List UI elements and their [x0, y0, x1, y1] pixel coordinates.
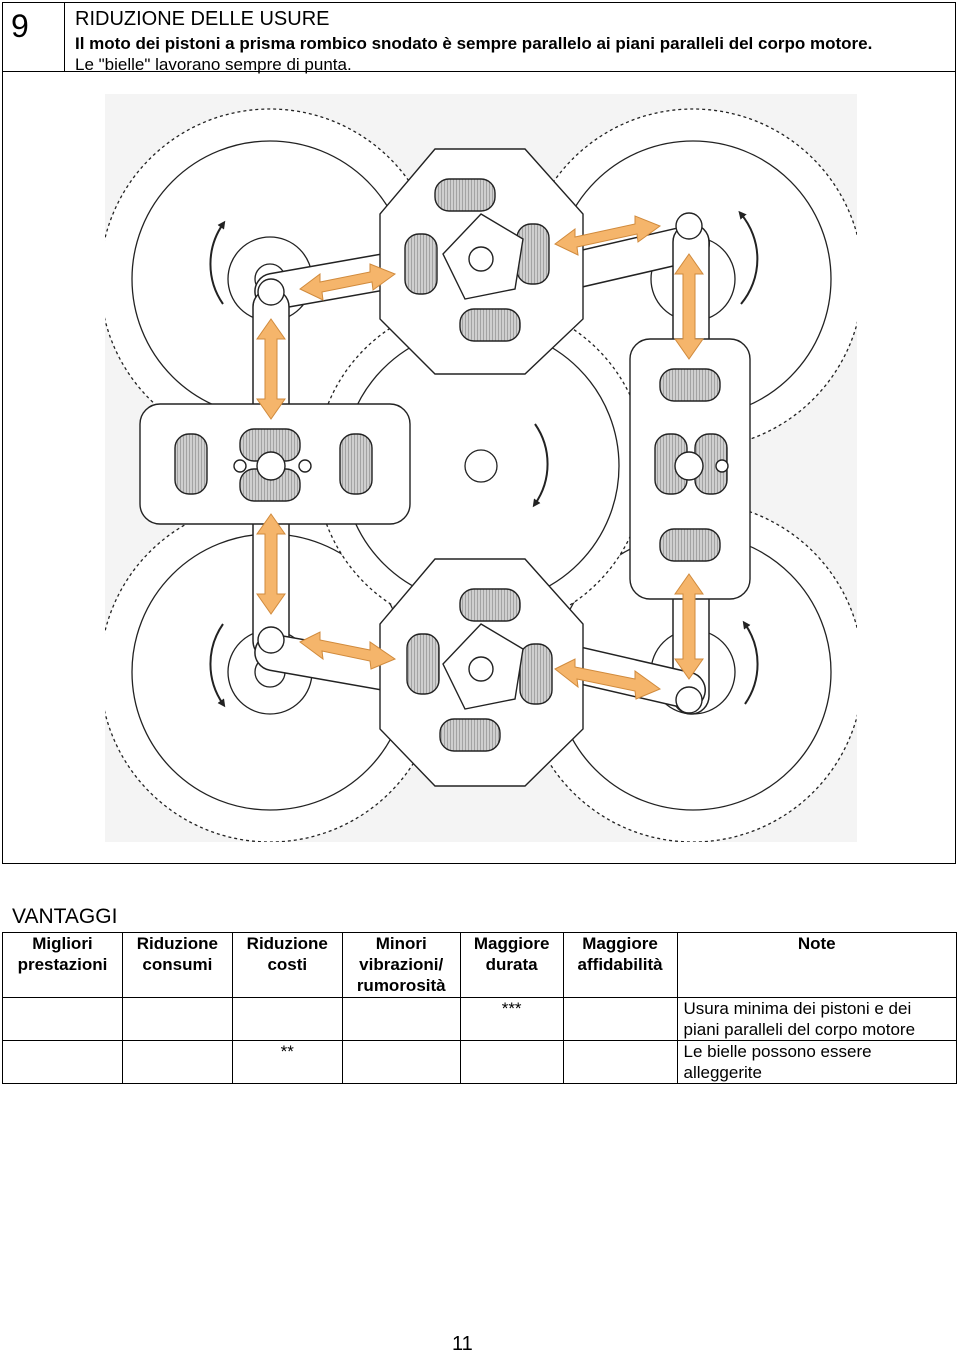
engine-diagram-frame [2, 72, 956, 864]
section-subtitle-line1: Il moto dei pistoni a prisma rombico sno… [75, 34, 873, 53]
table-cell [562, 997, 678, 1041]
rod-pins [257, 212, 703, 714]
engine-diagram [105, 94, 857, 842]
section-subtitle-line2: Le "bielle" lavorano sempre di punta. [75, 55, 352, 74]
table-cell [2, 1040, 123, 1084]
piston-assembly-left [139, 403, 411, 525]
rotation-arrows [209, 210, 759, 708]
table-cell [121, 997, 233, 1041]
piston-assembly-top [379, 148, 584, 375]
table-cell [562, 1040, 678, 1084]
table-cell [121, 1040, 233, 1084]
section-header: 9 RIDUZIONE DELLE USURE Il moto dei pist… [2, 2, 956, 74]
table-cell: *** [459, 997, 564, 1041]
advantages-title: VANTAGGI [12, 905, 118, 928]
section-number: 9 [3, 3, 65, 71]
piston-assembly-bottom [379, 558, 584, 787]
table-cell [459, 1040, 564, 1084]
wheel-bottom-left [105, 501, 441, 842]
piston-assembly-right [629, 338, 751, 600]
motion-arrows [256, 215, 704, 700]
table-cell [341, 997, 461, 1041]
table-cell [231, 997, 343, 1041]
page-number: 11 [452, 1333, 473, 1355]
wheel-center [315, 300, 647, 632]
table-cell [2, 997, 123, 1041]
table-cell: ** [231, 1040, 343, 1084]
table-cell [341, 1040, 461, 1084]
section-title: RIDUZIONE DELLE USURE [75, 8, 330, 30]
col-header-note: Note [676, 932, 958, 998]
